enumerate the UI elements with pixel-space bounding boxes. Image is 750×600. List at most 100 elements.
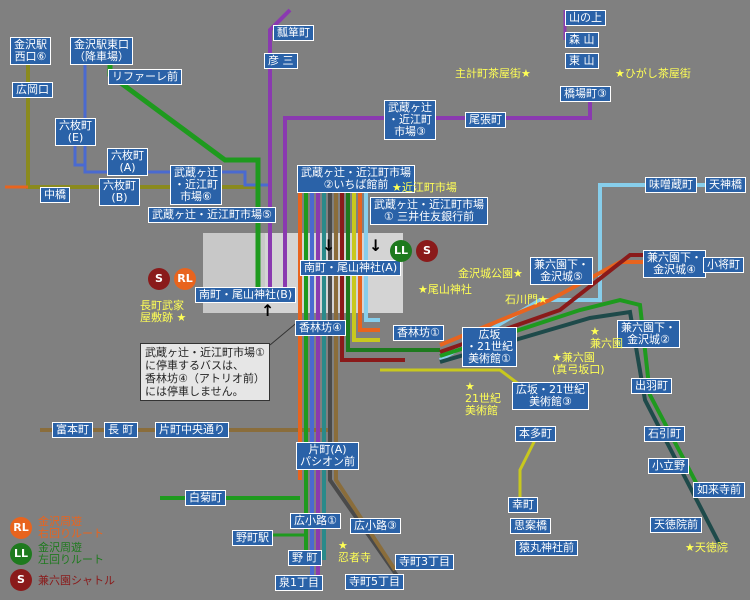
stop-name-line: 如来寺前	[697, 483, 741, 496]
notice-line: に停車するバスは、	[145, 359, 244, 372]
landmark-kenrokuen: ★兼六園	[590, 326, 623, 350]
stop-name-line: 山の上	[569, 11, 602, 24]
bus-stop-moriyama: 森 山	[565, 32, 599, 48]
legend-line: 金沢周遊	[38, 515, 82, 528]
stop-name-line: 橋場町③	[564, 87, 607, 100]
stop-name-line: 兼六園下・	[534, 258, 589, 271]
stop-name-line: 出羽町	[635, 379, 668, 392]
bus-stop-yamanoue: 山の上	[565, 10, 606, 26]
stop-name-line: 市場⑥	[180, 190, 212, 203]
landmark-name-line: ★	[338, 539, 348, 552]
landmark-higashi-chaya: ★ひがし茶屋街	[615, 68, 691, 80]
bus-stop-shiragikucho: 白菊町	[185, 490, 226, 506]
stop-name-line: 広坂・21世紀	[516, 383, 585, 396]
legend-badge-s: S	[10, 569, 32, 591]
bus-stop-kanazawa-west: 金沢駅西口⑥	[10, 37, 51, 65]
bus-stop-nakabashi: 中橋	[40, 187, 70, 203]
arrow-up-icon: ↑	[261, 301, 275, 320]
stop-name-line: 白菊町	[189, 491, 222, 504]
bus-stop-shianbashi: 思案橋	[510, 518, 551, 534]
bus-stop-demachi: 出羽町	[631, 378, 672, 394]
stop-name-line: 香林坊④	[299, 321, 342, 334]
route-blue-rokumai	[73, 145, 85, 167]
landmark-nagamachi-samurai: 長町武家屋敷跡 ★	[140, 300, 186, 324]
stop-name-line: 金沢城④	[653, 263, 696, 276]
bus-stop-musashi-omicho-6: 武蔵ヶ辻・近江町市場⑥	[170, 165, 222, 205]
stop-name-line: 美術館①	[468, 352, 511, 365]
stop-name-line: 寺町5丁目	[349, 575, 400, 588]
stop-name-line: パシオン前	[300, 455, 355, 468]
bus-stop-tenjinbashi: 天神橋	[705, 177, 746, 193]
bus-stop-rifare: リファーレ前	[108, 69, 182, 85]
bus-stop-korinbo-1: 香林坊①	[393, 325, 444, 341]
landmark-name-line: 兼六園	[590, 337, 623, 350]
stop-name-line: 長 町	[108, 423, 134, 436]
bus-stop-nomachi-eki: 野町駅	[232, 530, 273, 546]
landmark-name-line: ★ひがし茶屋街	[615, 67, 691, 80]
stop-name-line: 思案橋	[514, 519, 547, 532]
bus-stop-ishibikicho: 石引町	[644, 426, 685, 442]
stop-name-line: 野町駅	[236, 531, 269, 544]
bus-stop-hirokoji-1: 広小路①	[290, 513, 341, 529]
bus-stop-teramachi-5: 寺町5丁目	[345, 574, 404, 590]
landmark-ninjadera: ★忍者寺	[338, 540, 371, 564]
landmark-name-line: ★	[590, 325, 600, 338]
landmark-name-line: ★兼六園	[552, 351, 595, 364]
landmark-name-line: 主計町茶屋街★	[455, 67, 531, 80]
stop-name-line: (A)	[119, 161, 136, 174]
landmark-name-line: ★	[465, 380, 475, 393]
landmark-omicho-market: ★近江町市場	[392, 182, 457, 194]
shuttle-badge-map: S	[148, 268, 170, 290]
bus-stop-kenrokuen-kanazawajo-4: 兼六園下・金沢城④	[643, 250, 706, 278]
stop-name-line: 六枚町	[111, 149, 144, 162]
stop-name-line: 小立野	[652, 459, 685, 472]
stop-name-line: 小将町	[707, 258, 740, 271]
stop-name-line: 瓢箪町	[277, 26, 310, 39]
stop-name-line: 彦 三	[268, 54, 294, 67]
bus-stop-higashiyama: 東 山	[565, 53, 599, 69]
bus-stop-izumi-1: 泉1丁目	[275, 575, 323, 591]
bus-stop-hirosaka-1: 広坂・21世紀美術館①	[462, 327, 517, 367]
bus-stop-korinbo-4: 香林坊④	[295, 320, 346, 336]
bus-stop-hyotanmachi: 瓢箪町	[273, 25, 314, 41]
notice-line: には停車しません。	[145, 385, 244, 398]
landmark-name-line: ★近江町市場	[392, 181, 457, 194]
landmark-museum-21: ★21世紀美術館	[465, 381, 501, 417]
notice-line: 武蔵ヶ辻・近江町市場①	[145, 346, 265, 359]
bus-stop-saiwaicho: 幸町	[508, 497, 538, 513]
stop-name-line: 金沢城②	[627, 333, 670, 346]
stop-name-line: 幸町	[512, 498, 534, 511]
notice-line: 香林坊④（アトリオ前）	[145, 372, 265, 385]
bus-stop-hirosaka-3: 広坂・21世紀美術館③	[512, 382, 589, 410]
left-loop-badge-map: LL	[390, 240, 412, 262]
landmark-name-line: 美術館	[465, 404, 498, 417]
stop-name-line: 野 町	[292, 551, 318, 564]
landmark-name-line: 屋敷跡 ★	[140, 311, 187, 324]
landmark-name-line: ★天徳院	[685, 541, 728, 554]
stop-name-line: 西口⑥	[14, 50, 47, 63]
stop-name-line: 南町・尾山神社(B)	[199, 288, 293, 301]
stop-name-line: 広岡口	[16, 83, 49, 96]
bus-stop-kenrokuen-kanazawajo-5: 兼六園下・金沢城⑤	[530, 257, 593, 285]
route-yellow-honda	[518, 429, 542, 500]
landmark-name-line: (真弓坂口)	[552, 363, 605, 376]
stop-name-line: 森 山	[569, 33, 595, 46]
bus-stop-tomimoto: 富本町	[52, 422, 93, 438]
stop-name-line: 寺町3丁目	[399, 555, 450, 568]
stop-name-line: 石引町	[648, 427, 681, 440]
stop-name-line: ① 三井住友銀行前	[383, 210, 475, 223]
stop-name-line: 六枚町	[103, 179, 136, 192]
bus-stop-kenrokuen-kanazawajo-2: 兼六園下・金沢城②	[617, 320, 680, 348]
bus-stop-owaricho: 尾張町	[465, 112, 506, 128]
landmark-kenrokuen-mayumizaka: ★兼六園(真弓坂口)	[552, 352, 605, 376]
bus-stop-rokumaicho-e: 六枚町(E)	[55, 118, 96, 146]
stop-name-line: 南町・尾山神社(A)	[304, 261, 398, 274]
stop-name-line: 武蔵ヶ辻	[174, 166, 218, 179]
landmark-tentokuin: ★天徳院	[685, 542, 728, 554]
bus-stop-hashibacho-3: 橋場町③	[560, 86, 611, 102]
stop-name-line: 武蔵ヶ辻・近江町市場⑤	[152, 208, 272, 221]
route-trunk	[298, 180, 440, 582]
stop-name-line: 味噌蔵町	[649, 178, 693, 191]
stop-name-line: 片町中央通り	[159, 423, 225, 436]
